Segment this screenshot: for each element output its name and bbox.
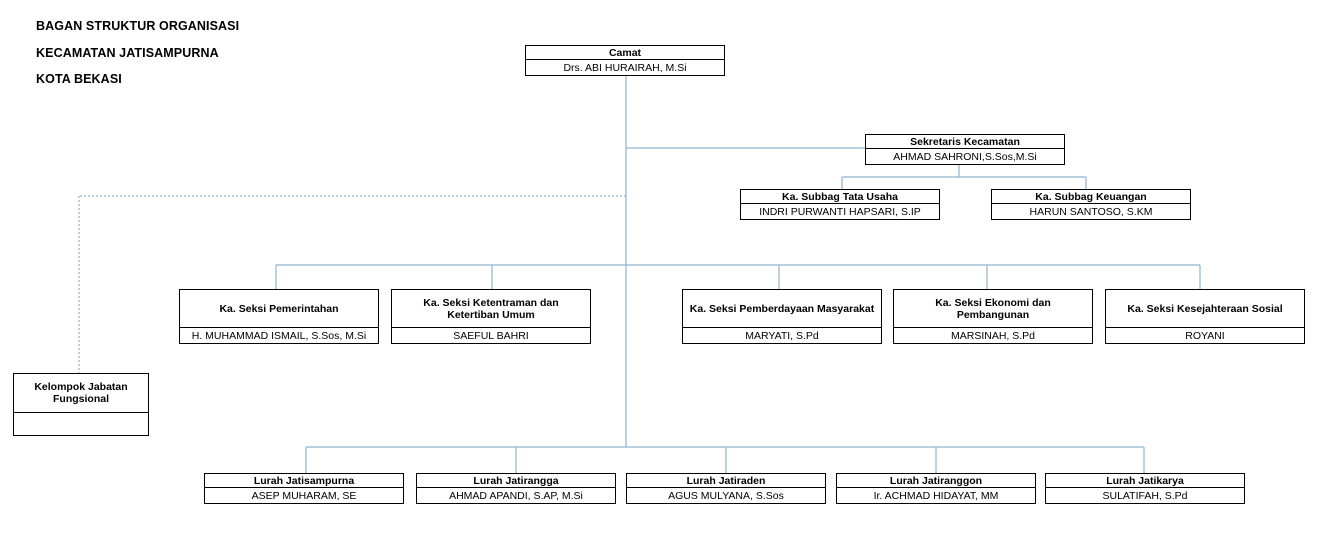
lurah-name: AGUS MULYANA, S.Sos — [627, 487, 825, 503]
kelompok-fungsional-box: Kelompok Jabatan Fungsional — [13, 373, 149, 436]
chart-title-line-2: KECAMATAN JATISAMPURNA — [36, 46, 219, 60]
lurah-name: Ir. ACHMAD HIDAYAT, MM — [837, 487, 1035, 503]
seksi-pemberdayaan-box: Ka. Seksi Pemberdayaan Masyarakat MARYAT… — [682, 289, 882, 344]
seksi-name: ROYANI — [1106, 327, 1304, 343]
lurah-jatiranggon-box: Lurah Jatiranggon Ir. ACHMAD HIDAYAT, MM — [836, 473, 1036, 504]
subbag-keuangan-box: Ka. Subbag Keuangan HARUN SANTOSO, S.KM — [991, 189, 1191, 220]
seksi-pemerintahan-box: Ka. Seksi Pemerintahan H. MUHAMMAD ISMAI… — [179, 289, 379, 344]
lurah-jatiraden-box: Lurah Jatiraden AGUS MULYANA, S.Sos — [626, 473, 826, 504]
lurah-jatisampurna-box: Lurah Jatisampurna ASEP MUHARAM, SE — [204, 473, 404, 504]
lurah-jatirangga-box: Lurah Jatirangga AHMAD APANDI, S.AP, M.S… — [416, 473, 616, 504]
sekretaris-box: Sekretaris Kecamatan AHMAD SAHRONI,S.Sos… — [865, 134, 1065, 165]
chart-title-line-3: KOTA BEKASI — [36, 72, 122, 86]
camat-box: Camat Drs. ABI HURAIRAH, M.Si — [525, 45, 725, 76]
fungsional-name — [14, 412, 148, 435]
lurah-jatikarya-box: Lurah Jatikarya SULATIFAH, S.Pd — [1045, 473, 1245, 504]
seksi-ekonomi-box: Ka. Seksi Ekonomi dan Pembangunan MARSIN… — [893, 289, 1093, 344]
lurah-title: Lurah Jatiraden — [686, 474, 766, 487]
subbag-title: Ka. Subbag Tata Usaha — [782, 190, 898, 203]
subbag-name: HARUN SANTOSO, S.KM — [992, 203, 1190, 219]
lurah-title: Lurah Jatirangga — [473, 474, 559, 487]
seksi-name: MARYATI, S.Pd — [683, 327, 881, 343]
seksi-name: MARSINAH, S.Pd — [894, 327, 1092, 343]
subbag-title: Ka. Subbag Keuangan — [1035, 190, 1147, 203]
camat-name: Drs. ABI HURAIRAH, M.Si — [526, 59, 724, 75]
lurah-name: ASEP MUHARAM, SE — [205, 487, 403, 503]
chart-title-line-1: BAGAN STRUKTUR ORGANISASI — [36, 19, 240, 33]
lurah-title: Lurah Jatisampurna — [253, 474, 355, 487]
seksi-title: Ka. Seksi Kesejahteraan Sosial — [1127, 302, 1283, 315]
lurah-title: Lurah Jatikarya — [1106, 474, 1184, 487]
subbag-tata-usaha-box: Ka. Subbag Tata Usaha INDRI PURWANTI HAP… — [740, 189, 940, 220]
lurah-title: Lurah Jatiranggon — [889, 474, 983, 487]
seksi-kesejahteraan-box: Ka. Seksi Kesejahteraan Sosial ROYANI — [1105, 289, 1305, 344]
seksi-ketentraman-box: Ka. Seksi Ketentraman dan Ketertiban Umu… — [391, 289, 591, 344]
seksi-name: H. MUHAMMAD ISMAIL, S.Sos, M.Si — [180, 327, 378, 343]
seksi-title: Ka. Seksi Ekonomi dan Pembangunan — [935, 296, 1051, 321]
seksi-title: Ka. Seksi Pemberdayaan Masyarakat — [689, 302, 875, 315]
sekretaris-name: AHMAD SAHRONI,S.Sos,M.Si — [866, 148, 1064, 164]
fungsional-title: Kelompok Jabatan Fungsional — [34, 381, 128, 405]
lurah-name: SULATIFAH, S.Pd — [1046, 487, 1244, 503]
seksi-title: Ka. Seksi Pemerintahan — [219, 302, 339, 315]
sekretaris-title: Sekretaris Kecamatan — [910, 135, 1020, 148]
lurah-name: AHMAD APANDI, S.AP, M.Si — [417, 487, 615, 503]
seksi-name: SAEFUL BAHRI — [392, 327, 590, 343]
subbag-name: INDRI PURWANTI HAPSARI, S.IP — [741, 203, 939, 219]
seksi-title: Ka. Seksi Ketentraman dan Ketertiban Umu… — [423, 296, 559, 321]
camat-title: Camat — [608, 46, 642, 59]
